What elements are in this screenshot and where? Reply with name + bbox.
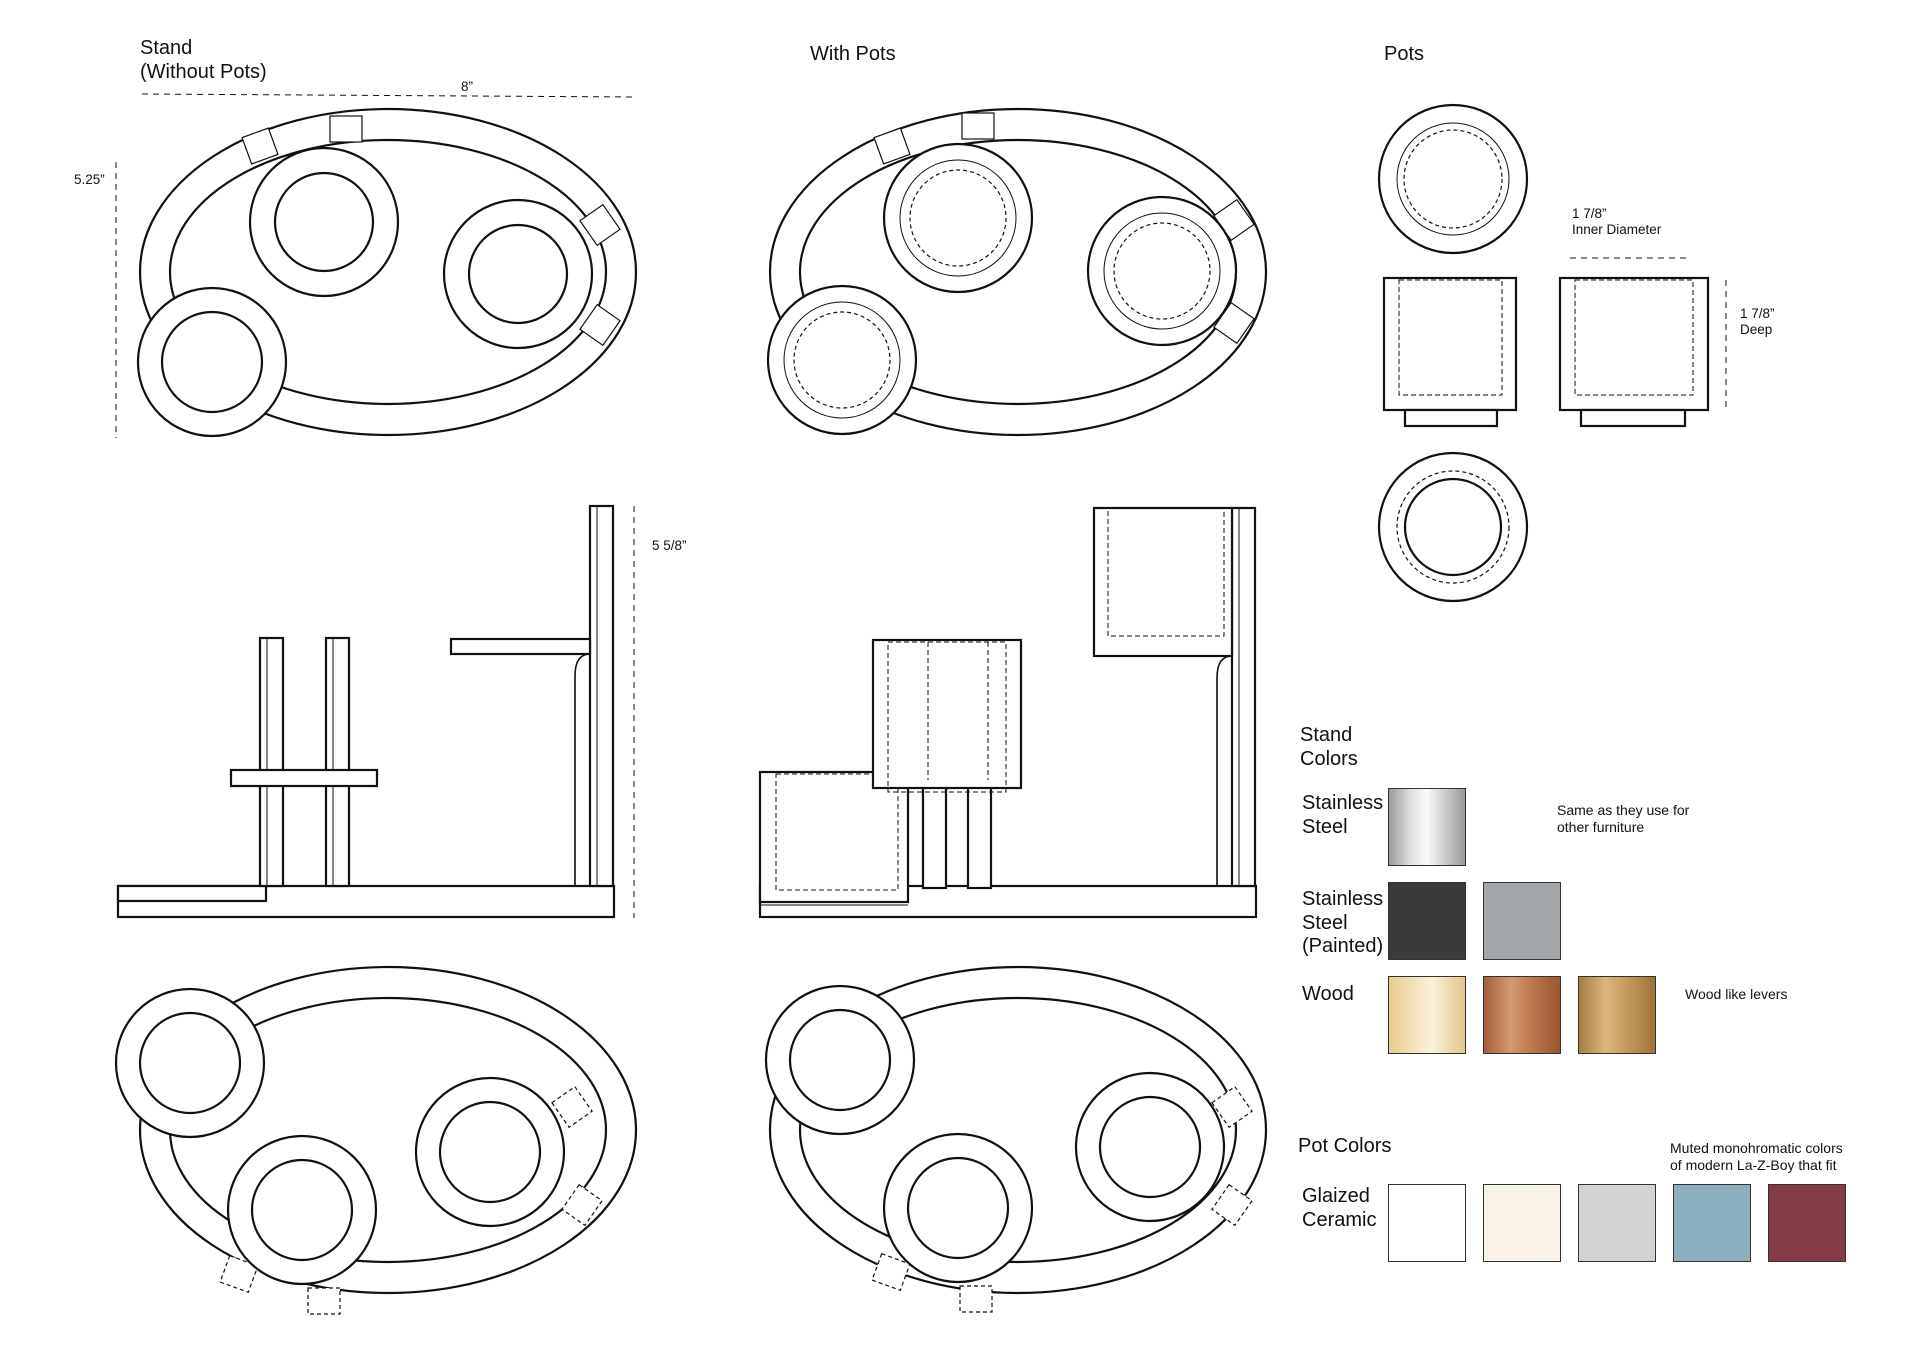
stainless-steel-note: Same as they use for other furniture — [1557, 802, 1690, 835]
dimension-depth: 1 7/8” Deep — [1740, 306, 1775, 337]
pot-colors-note: Muted monohromatic colors of modern La-Z… — [1670, 1140, 1843, 1173]
swatch-pot-grey — [1578, 1184, 1656, 1262]
title-with-pots: With Pots — [810, 43, 896, 65]
stand-top-view-with-pots — [766, 107, 1268, 437]
dimension-stand-height: 5 5/8” — [652, 538, 687, 553]
stainless-steel-label: Stainless Steel — [1302, 792, 1384, 838]
stand-bottom-view — [114, 965, 638, 1315]
wood-note: Wood like levers — [1685, 986, 1788, 1002]
dimension-width: 8” — [461, 79, 474, 94]
painted-steel-label: Stainless Steel (Painted) — [1302, 888, 1384, 958]
stand-side-view — [116, 504, 635, 919]
swatch-painted-dark — [1388, 882, 1466, 960]
title-stand-without-pots: Stand (Without Pots) — [140, 37, 267, 83]
swatch-wood-tan — [1578, 976, 1656, 1054]
stand-top-view-without-pots — [115, 93, 638, 438]
dimension-height: 5.25” — [74, 172, 105, 187]
stand-side-view-with-pots — [758, 506, 1258, 919]
swatch-pot-burgundy — [1768, 1184, 1846, 1262]
swatch-pot-cream — [1483, 1184, 1561, 1262]
swatch-wood-light — [1388, 976, 1466, 1054]
wood-label: Wood — [1302, 983, 1354, 1005]
pot-colors-heading: Pot Colors — [1298, 1135, 1392, 1157]
swatch-wood-copper — [1483, 976, 1561, 1054]
glazed-ceramic-label: Glaized Ceramic — [1302, 1185, 1377, 1231]
swatch-painted-grey — [1483, 882, 1561, 960]
pot-detail-views — [1377, 103, 1727, 603]
stand-colors-heading: Stand Colors — [1300, 724, 1358, 770]
swatch-pot-white — [1388, 1184, 1466, 1262]
title-pots: Pots — [1384, 43, 1425, 65]
dimension-inner-diameter: 1 7/8” Inner Diameter — [1572, 206, 1662, 237]
stand-bottom-view-with-pots — [764, 965, 1268, 1313]
swatch-pot-blue — [1673, 1184, 1751, 1262]
swatch-stainless-steel — [1388, 788, 1466, 866]
